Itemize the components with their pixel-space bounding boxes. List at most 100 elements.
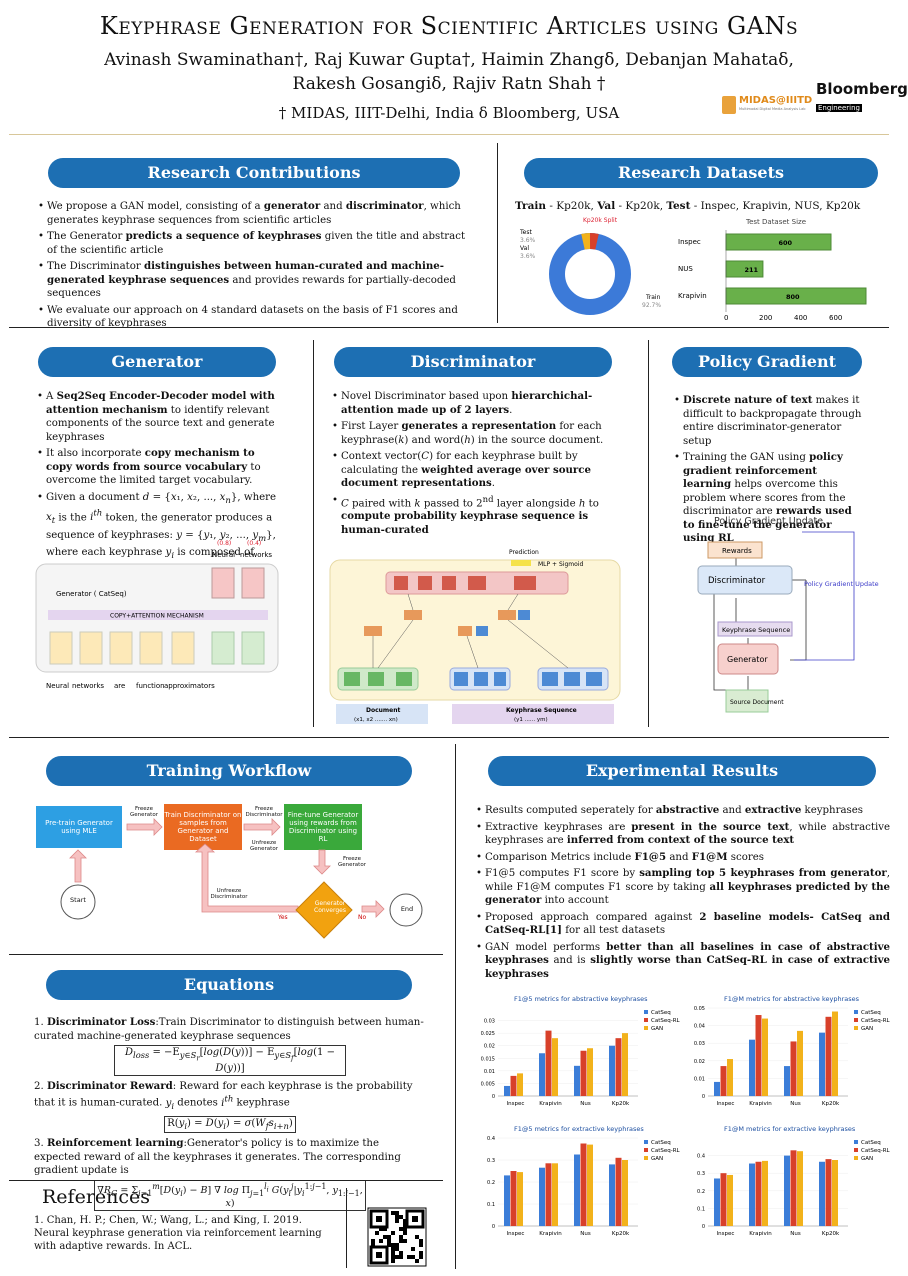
heading-equations: Equations: [46, 970, 412, 1000]
start-node: Start: [70, 896, 86, 904]
chart-tick-label: 0.03: [694, 1041, 705, 1047]
chart-category-label: Inspec: [717, 1101, 735, 1107]
legend-entry: CatSeq-RL: [861, 1148, 891, 1154]
chart-category-label: Inspec: [507, 1231, 525, 1237]
legend-swatch: [854, 1148, 858, 1152]
end-node: End: [400, 905, 414, 913]
chart-bar: [832, 1160, 838, 1226]
chart-bar: [510, 1171, 517, 1226]
heading-research-datasets: Research Datasets: [524, 158, 878, 188]
freeze-discriminator-label: Freeze Discriminator: [245, 806, 283, 818]
generator-item: Given a document d = {x₁, x₂, ..., xn}, …: [37, 491, 279, 585]
divider: [497, 143, 498, 323]
chart-f1atm-extractive: F1@M metrics for extractive keyphrases00…: [697, 1125, 891, 1237]
contribution-item: We evaluate our approach on 4 standard d…: [38, 304, 474, 331]
legend-entry: CatSeq-RL: [651, 1018, 681, 1024]
unfreeze-discriminator-label: Unfreeze Discriminator: [210, 888, 248, 900]
legend-swatch: [644, 1026, 648, 1030]
chart-category-label: Kp20k: [612, 1231, 630, 1237]
divider: [9, 954, 443, 955]
gen-attn-label: COPY+ATTENTION MECHANISM: [110, 613, 204, 620]
chart-tick-label: 0.01: [694, 1076, 705, 1082]
disc-keyphrase-seq: Keyphrase Sequence: [506, 707, 577, 714]
chart-bar: [609, 1164, 615, 1226]
chart-f1at5-extractive: F1@5 metrics for extractive keyphrases00…: [487, 1125, 680, 1237]
gen-word-5: approximators: [164, 682, 215, 690]
bar-tick-label: 400: [794, 314, 807, 322]
pg-discriminator: Discriminator: [708, 576, 766, 586]
legend-swatch: [644, 1010, 648, 1014]
legend-entry: GAN: [861, 1156, 873, 1162]
chart-tick-label: 0.05: [694, 1006, 705, 1012]
legend-entry: CatSeq-RL: [861, 1018, 891, 1024]
chart-tick-label: 0.01: [484, 1069, 495, 1075]
divider: [346, 1188, 347, 1268]
generator-list: A Seq2Seq Encoder-Decoder model with att…: [37, 390, 279, 588]
gen-fig-title: Generator ( CatSeq): [56, 590, 127, 598]
chart-category-label: Kp20k: [822, 1231, 840, 1237]
divider: [9, 327, 889, 328]
pie-label-train: Train: [645, 294, 661, 301]
disc-keyphrase-seq-sub: (y1 ...... ym): [514, 717, 548, 723]
gen-word-4: function: [136, 682, 165, 690]
chart-bar: [714, 1178, 720, 1226]
heading-policy-gradient: Policy Gradient: [672, 347, 862, 377]
chart-tick-label: 0: [702, 1094, 705, 1100]
legend-swatch: [644, 1148, 648, 1152]
no-label: No: [358, 914, 367, 921]
chart-bar: [587, 1144, 593, 1226]
qr-code[interactable]: [367, 1207, 427, 1267]
chart-tick-label: 0.4: [697, 1154, 705, 1160]
gen-word-3: are: [114, 682, 125, 690]
chart-bar: [622, 1033, 628, 1096]
bar-value-label: 211: [744, 266, 758, 274]
chart-bar: [504, 1085, 510, 1096]
poster-title: Keyphrase Generation for Scientific Arti…: [99, 12, 799, 40]
chart-category-label: Krapivin: [539, 1231, 562, 1237]
equation-item: 1. Discriminator Loss:Train Discriminato…: [34, 1016, 424, 1042]
discriminator-item: First Layer generates a representation f…: [332, 420, 622, 447]
chart-category-label: Krapivin: [749, 1101, 772, 1107]
chart-bar: [539, 1053, 545, 1096]
chart-tick-label: 0.025: [481, 1031, 495, 1037]
chart-tick-label: 0: [702, 1224, 705, 1230]
equation-item: 3. Reinforcement learning:Generator's po…: [34, 1137, 401, 1177]
chart-bar: [539, 1167, 545, 1226]
chart-category-label: Krapivin: [749, 1231, 772, 1237]
policy-gradient-figure: Rewards Discriminator Keyphrase Sequence…: [697, 531, 879, 713]
chart-bar: [797, 1030, 803, 1096]
chart-bar: [797, 1151, 803, 1226]
freeze-generator-label-2: Freeze Generator: [338, 856, 366, 868]
pie-label-test: Test: [519, 229, 532, 236]
chart-bar: [819, 1161, 825, 1226]
divider: [648, 340, 649, 727]
authors-line-1: Avinash Swaminathan†, Raj Kuwar Gupta†, …: [104, 50, 794, 70]
policy-item: Training the GAN using policy gradient r…: [674, 451, 866, 546]
legend-entry: CatSeq: [861, 1140, 881, 1146]
bar-tick-label: 0: [724, 314, 728, 322]
bar-category-label: NUS: [678, 265, 693, 273]
policy-item: Discrete nature of text makes it difficu…: [674, 394, 866, 448]
chart-bar: [832, 1011, 838, 1096]
bar-category-label: Inspec: [678, 238, 701, 246]
chart-bar: [755, 1015, 762, 1096]
chart-tick-label: 0.4: [487, 1136, 495, 1142]
chart-category-label: Kp20k: [612, 1101, 630, 1107]
chart-bar: [615, 1038, 622, 1096]
gen-word-2: networks: [72, 682, 104, 690]
heading-research-contributions: Research Contributions: [48, 158, 460, 188]
contribution-item: The Discriminator distinguishes between …: [38, 260, 474, 301]
header-divider: [9, 134, 889, 135]
workflow-arrows: [60, 818, 423, 939]
pg-rewards: Rewards: [722, 547, 752, 555]
bar-tick-label: 200: [759, 314, 772, 322]
chart-bar: [574, 1065, 580, 1096]
chart-tick-label: 0: [492, 1094, 495, 1100]
chart-bar: [615, 1157, 622, 1226]
yes-label: Yes: [278, 914, 288, 921]
chart-tick-label: 0.1: [487, 1202, 495, 1208]
chart-bar: [790, 1041, 797, 1096]
chart-tick-label: 0.04: [694, 1024, 705, 1030]
freeze-generator-label: Freeze Generator: [130, 806, 158, 818]
legend-entry: CatSeq: [861, 1010, 881, 1016]
